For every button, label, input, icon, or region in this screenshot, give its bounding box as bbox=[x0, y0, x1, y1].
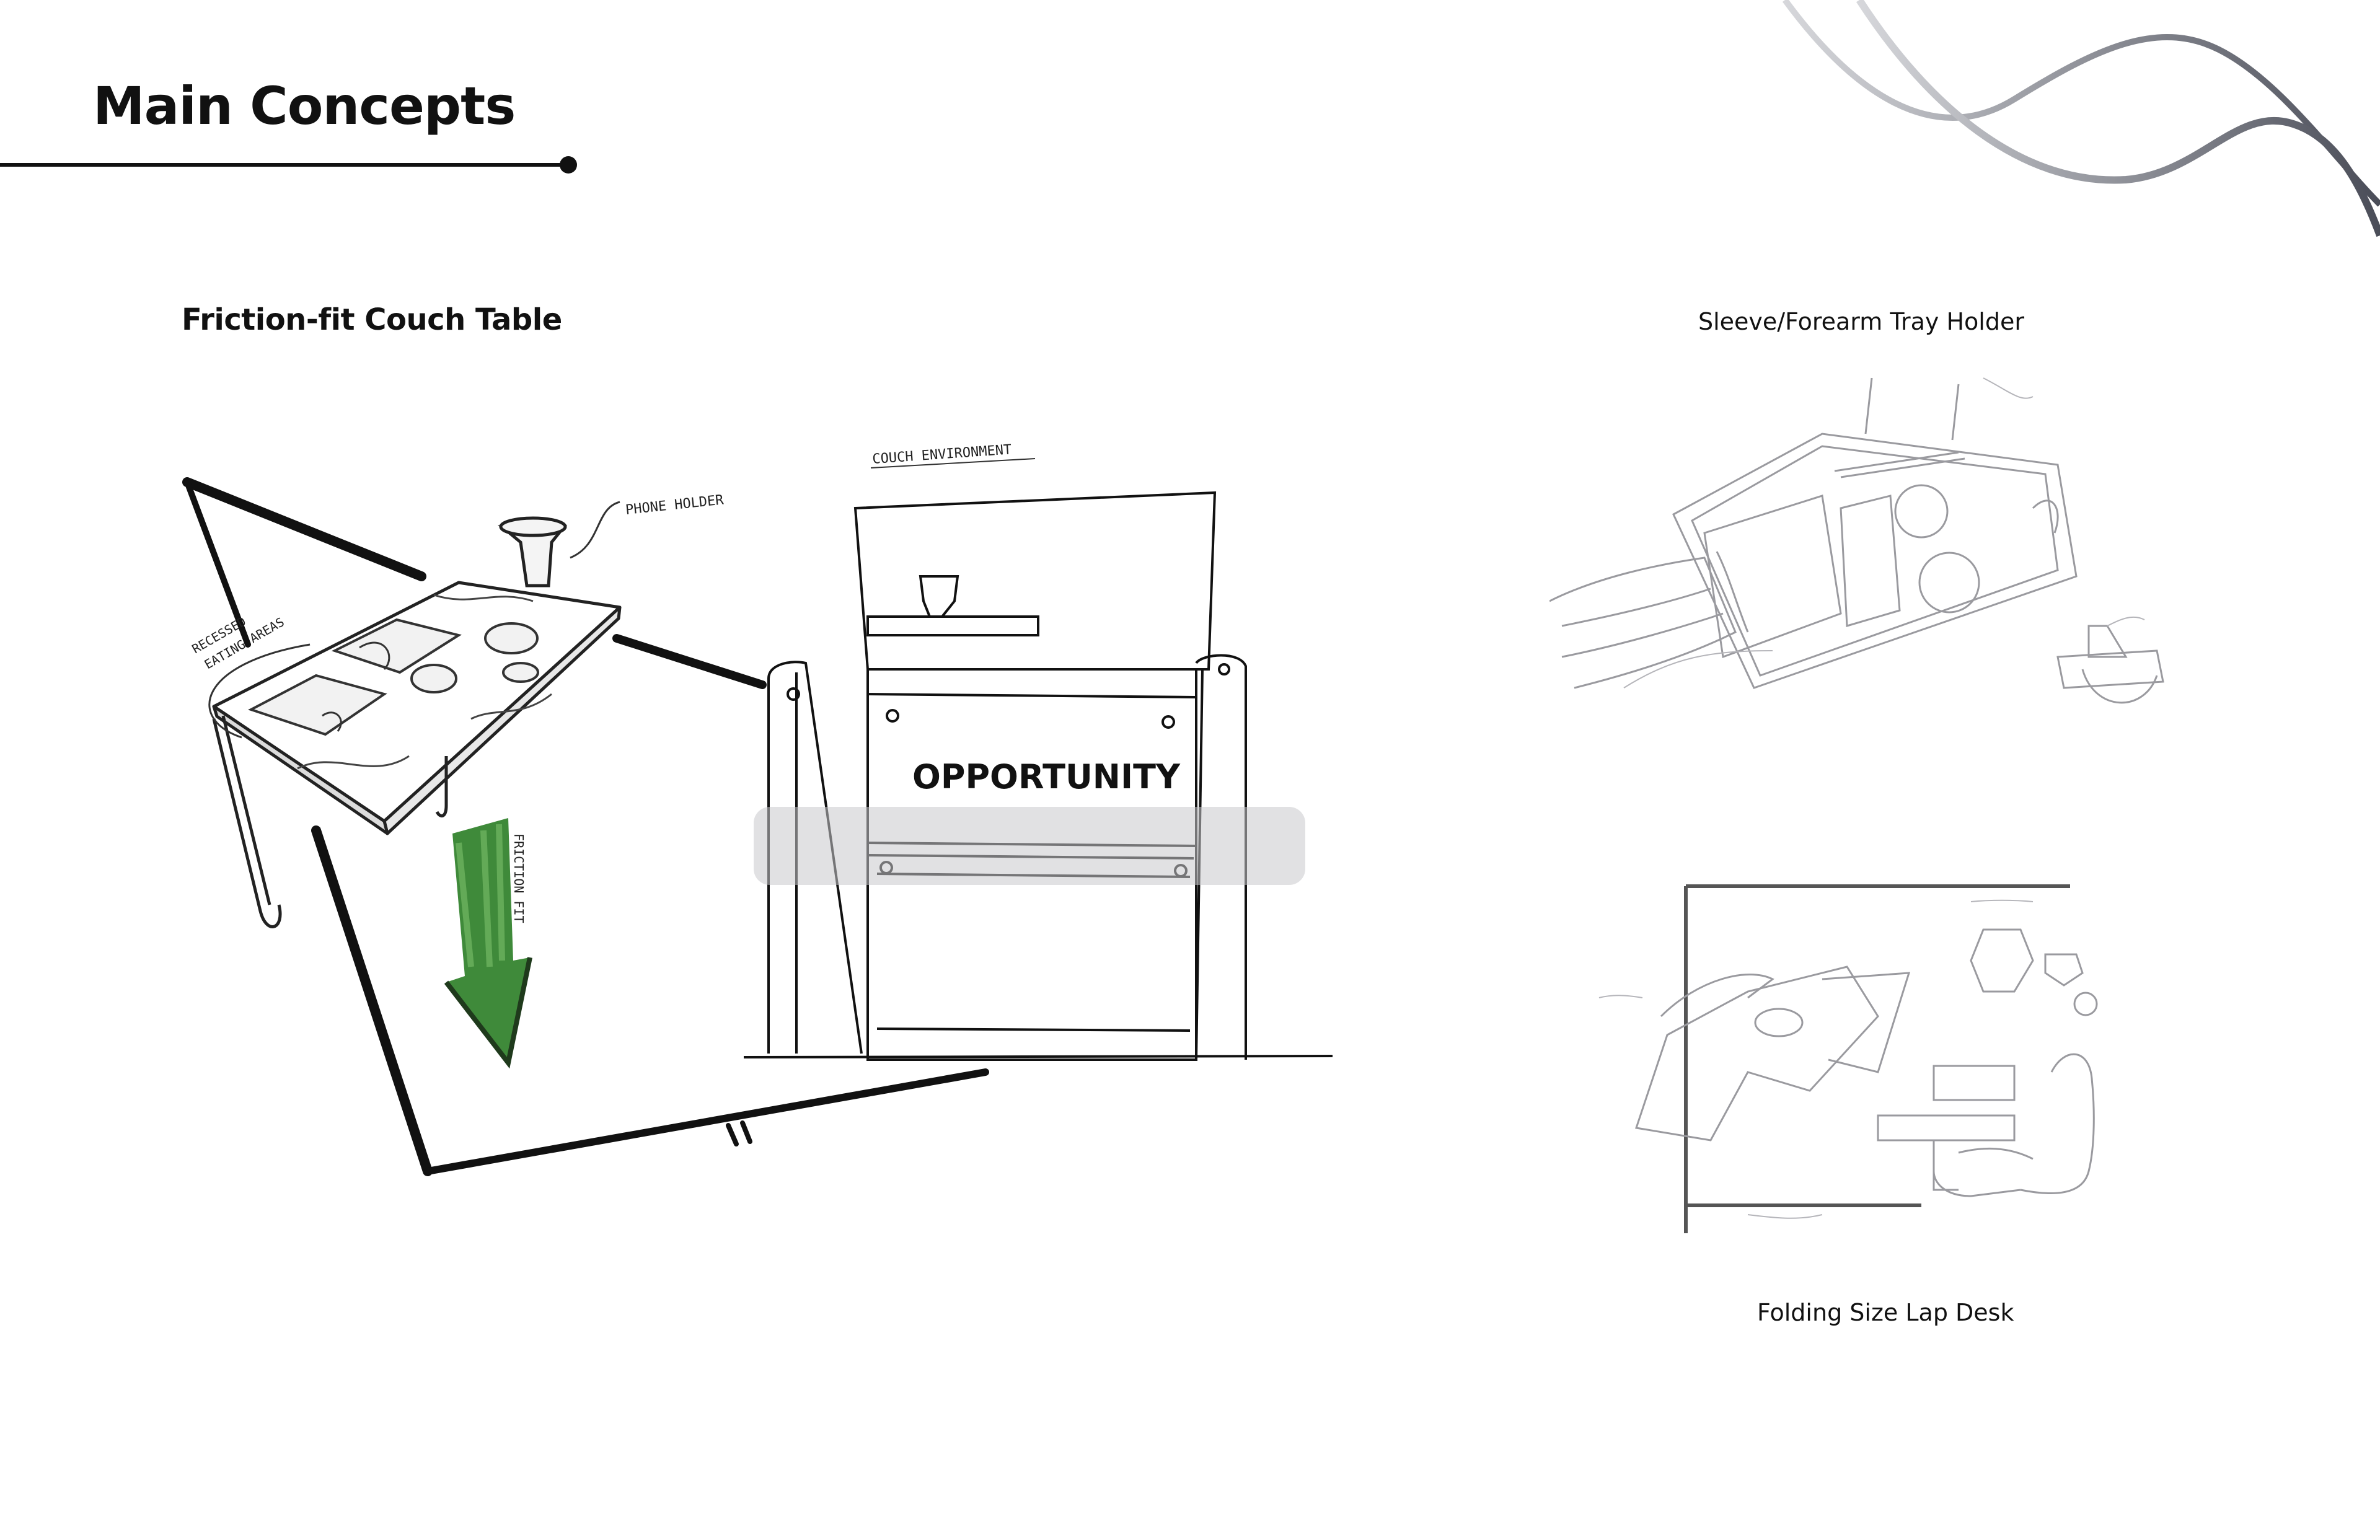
sleeve-tray-sketch bbox=[1549, 377, 2164, 704]
wave-line-upper bbox=[1782, 0, 2380, 207]
perspective-frame bbox=[182, 477, 989, 1176]
table-clip-leg bbox=[212, 715, 448, 928]
couch-table-sketch: PHONE HOLDER RECESSED EATING AREAS COUCH… bbox=[182, 442, 1333, 1176]
couch-table-heading: Friction-fit Couch Table bbox=[182, 302, 562, 337]
recessed-areas bbox=[247, 618, 539, 736]
wave-line-lower bbox=[1856, 0, 2380, 237]
opportunity-highlight-band bbox=[754, 807, 1305, 885]
folding-desk-caption: Folding Size Lap Desk bbox=[1757, 1299, 2014, 1326]
title-underline bbox=[0, 163, 564, 167]
couch-drawing bbox=[743, 491, 1333, 1061]
title-underline-dot bbox=[560, 156, 577, 174]
decorative-waves bbox=[1782, 0, 2380, 237]
friction-fit-arrow bbox=[444, 818, 532, 1069]
friction-fit-note: FRICTION FIT bbox=[511, 834, 526, 923]
sleeve-tray-caption: Sleeve/Forearm Tray Holder bbox=[1698, 308, 2024, 335]
phone-holder-note: PHONE HOLDER bbox=[625, 492, 725, 518]
page-title: Main Concepts bbox=[93, 76, 516, 136]
folding-desk-sketch bbox=[1598, 884, 2098, 1233]
opportunity-label: OPPORTUNITY bbox=[912, 757, 1181, 796]
phone-holder bbox=[498, 516, 568, 587]
